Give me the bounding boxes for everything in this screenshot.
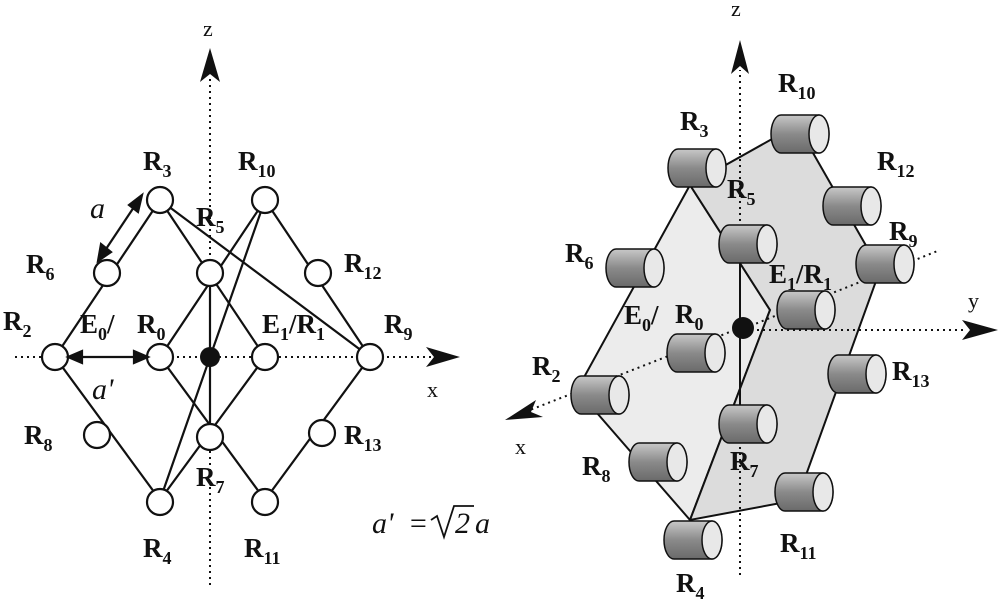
left-node-r5 bbox=[195, 258, 225, 288]
cylinder-r11 bbox=[774, 472, 834, 512]
right-label-r8: R8 bbox=[582, 451, 611, 486]
left-node-r2 bbox=[40, 342, 70, 372]
right-y-label: y bbox=[968, 288, 979, 313]
left-nodes bbox=[40, 185, 385, 517]
left-node-r7 bbox=[195, 422, 225, 452]
left-label-r10: R10 bbox=[238, 146, 276, 181]
left-node-r3 bbox=[145, 185, 175, 215]
cylinder-r10 bbox=[770, 114, 830, 154]
left-label-r2: R2 bbox=[3, 306, 32, 341]
left-panel: z x bbox=[3, 16, 490, 585]
cylinder-r13 bbox=[827, 354, 887, 394]
right-label-r7: R7 bbox=[730, 446, 759, 481]
left-node-r10 bbox=[250, 185, 280, 215]
left-node-r9 bbox=[355, 342, 385, 372]
left-node-r12 bbox=[303, 258, 333, 288]
left-node-r8 bbox=[82, 420, 112, 450]
left-node-r0 bbox=[145, 342, 175, 372]
left-label-r3: R3 bbox=[143, 146, 172, 181]
cylinder-r1 bbox=[776, 290, 836, 330]
left-z-arrowhead bbox=[200, 48, 220, 82]
left-node-r11 bbox=[250, 487, 280, 517]
left-node-r1 bbox=[250, 342, 280, 372]
right-label-e0: E0/ bbox=[624, 300, 659, 335]
right-label-r3: R3 bbox=[680, 106, 709, 141]
formula-coef: 2 bbox=[455, 507, 470, 540]
formula-var: a bbox=[475, 507, 490, 540]
left-label-r6: R6 bbox=[26, 249, 55, 284]
cylinder-r0 bbox=[666, 333, 726, 373]
cylinder-r6 bbox=[605, 248, 665, 288]
cylinder-r7 bbox=[718, 404, 778, 444]
cylinder-r9 bbox=[855, 244, 915, 284]
left-node-r6 bbox=[92, 258, 122, 288]
right-x-label: x bbox=[515, 434, 526, 459]
left-label-r4: R4 bbox=[143, 533, 172, 568]
left-node-r4 bbox=[145, 487, 175, 517]
right-label-r11: R11 bbox=[780, 528, 817, 563]
right-label-r13: R13 bbox=[892, 356, 930, 391]
right-origin-dot bbox=[732, 317, 754, 339]
right-label-r0: R0 bbox=[675, 299, 704, 334]
right-label-r9: R9 bbox=[889, 216, 918, 251]
left-a-prime-arrow bbox=[65, 349, 151, 365]
left-a-arrow bbox=[96, 192, 144, 264]
left-origin-dot bbox=[200, 347, 220, 367]
formula-sqrt-sign bbox=[430, 505, 474, 540]
right-y-arrowhead bbox=[962, 320, 998, 340]
left-label-e0: E0/ bbox=[80, 309, 115, 344]
right-label-r5: R5 bbox=[727, 174, 756, 209]
left-node-r13 bbox=[307, 418, 337, 448]
left-z-label: z bbox=[203, 16, 213, 41]
formula: a' = 2 a bbox=[372, 505, 490, 540]
right-z-label: z bbox=[731, 0, 741, 21]
left-label-r11: R11 bbox=[244, 533, 281, 568]
right-label-r2: R2 bbox=[532, 351, 561, 386]
formula-equals: = bbox=[408, 507, 428, 540]
right-label-r6: R6 bbox=[565, 238, 594, 273]
left-label-r13: R13 bbox=[344, 420, 382, 455]
right-label-r4: R4 bbox=[676, 568, 705, 599]
left-label-r9: R9 bbox=[384, 309, 413, 344]
right-label-r12: R12 bbox=[877, 146, 915, 181]
cylinder-r2 bbox=[570, 375, 630, 415]
right-label-r10: R10 bbox=[778, 68, 816, 103]
cylinder-r12 bbox=[822, 186, 882, 226]
left-label-r12: R12 bbox=[344, 248, 382, 283]
cylinder-r5 bbox=[718, 224, 778, 264]
left-x-label: x bbox=[427, 377, 438, 402]
left-label-e1r1: E1/R1 bbox=[262, 309, 325, 344]
cylinder-r8 bbox=[628, 442, 688, 482]
left-label-r0: R0 bbox=[137, 309, 166, 344]
left-x-arrowhead bbox=[426, 347, 460, 367]
cylinder-r3 bbox=[667, 148, 727, 188]
right-cylinders bbox=[570, 114, 915, 560]
right-x-arrowhead bbox=[505, 400, 543, 420]
right-label-e1r1: E1/R1 bbox=[769, 259, 832, 294]
left-a-prime-label: a' bbox=[92, 373, 114, 406]
right-z-arrowhead bbox=[731, 40, 749, 74]
left-label-r5: R5 bbox=[196, 202, 225, 237]
formula-lhs: a' bbox=[372, 507, 394, 540]
left-label-r8: R8 bbox=[24, 420, 53, 455]
left-a-label: a bbox=[90, 192, 105, 225]
left-label-r7: R7 bbox=[196, 462, 225, 497]
cylinder-r4 bbox=[663, 520, 723, 560]
